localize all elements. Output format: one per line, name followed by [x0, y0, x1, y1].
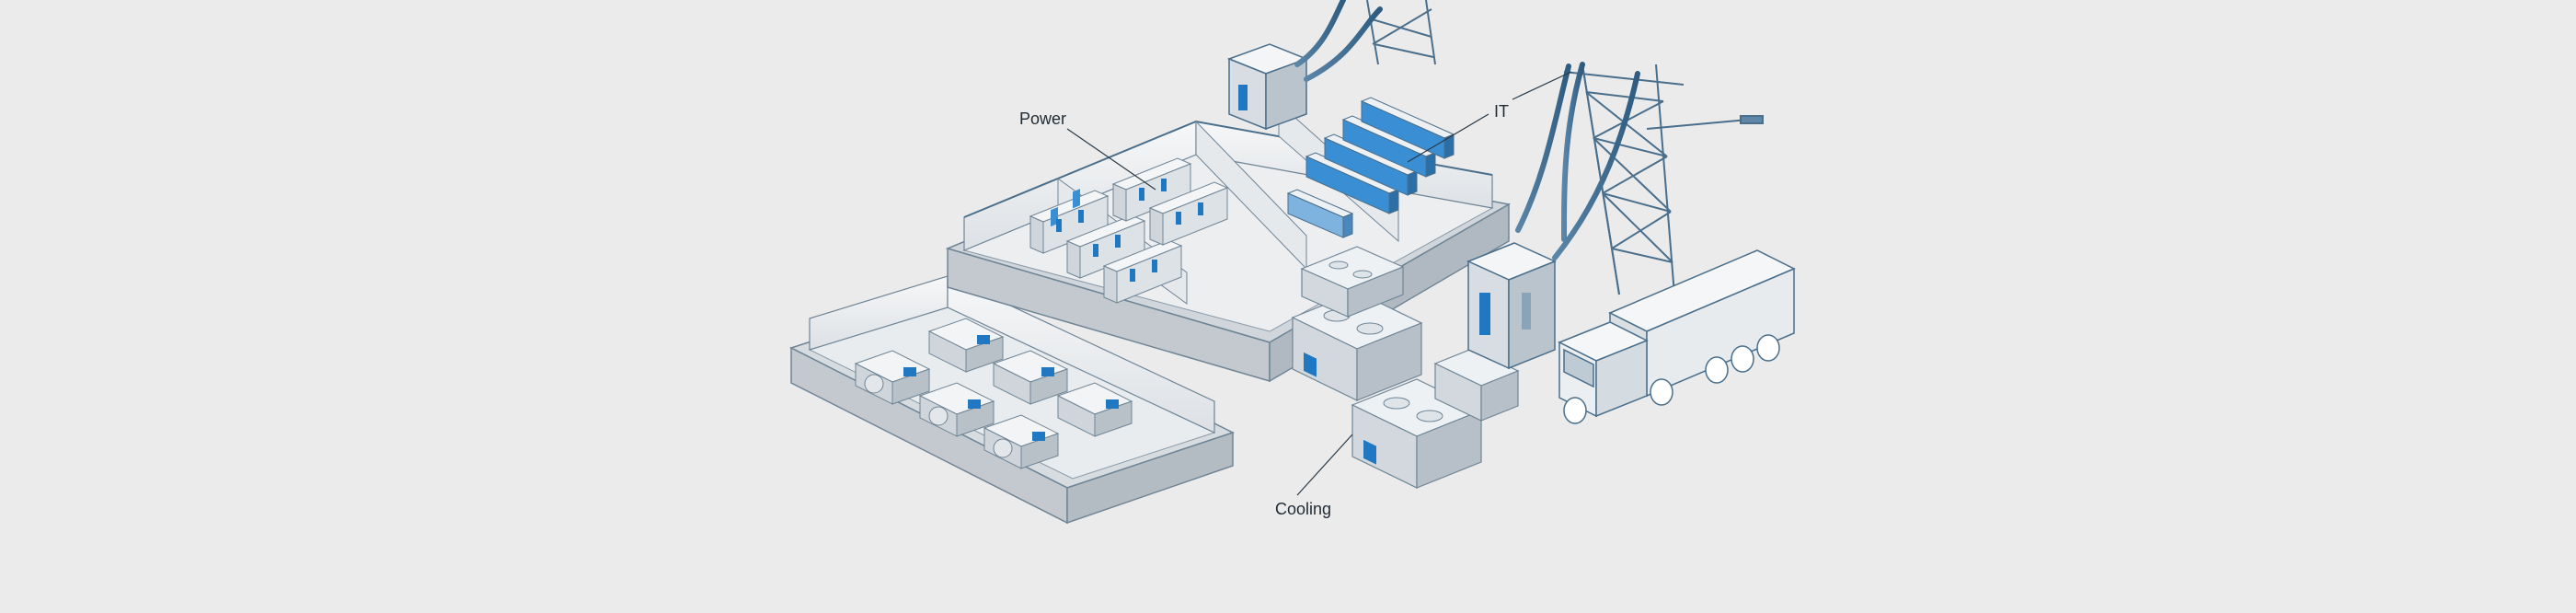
transformer-kiosk-upper: [1226, 43, 1309, 131]
truck: [1558, 249, 1796, 424]
power-room-equipment: [1029, 157, 1229, 304]
power-cables: [1294, 0, 1640, 260]
generator-units: [854, 318, 1133, 469]
cooling-units: [1291, 246, 1520, 489]
callout-leaders: [1066, 71, 1572, 496]
cooling-leader-line: [1296, 434, 1353, 496]
transmission-tower-top: [1366, 0, 1436, 65]
it-label: IT: [1494, 102, 1509, 121]
power-label: Power: [1019, 110, 1067, 128]
generator-hall: [789, 275, 1235, 525]
it-leader-line-2: [1512, 71, 1572, 100]
cooling-label: Cooling: [1275, 500, 1332, 518]
it-hall-racks: [1286, 97, 1455, 238]
it-leader-line: [1407, 113, 1489, 163]
transformer-kiosk-right: [1466, 242, 1557, 370]
power-leader-line: [1066, 128, 1156, 191]
